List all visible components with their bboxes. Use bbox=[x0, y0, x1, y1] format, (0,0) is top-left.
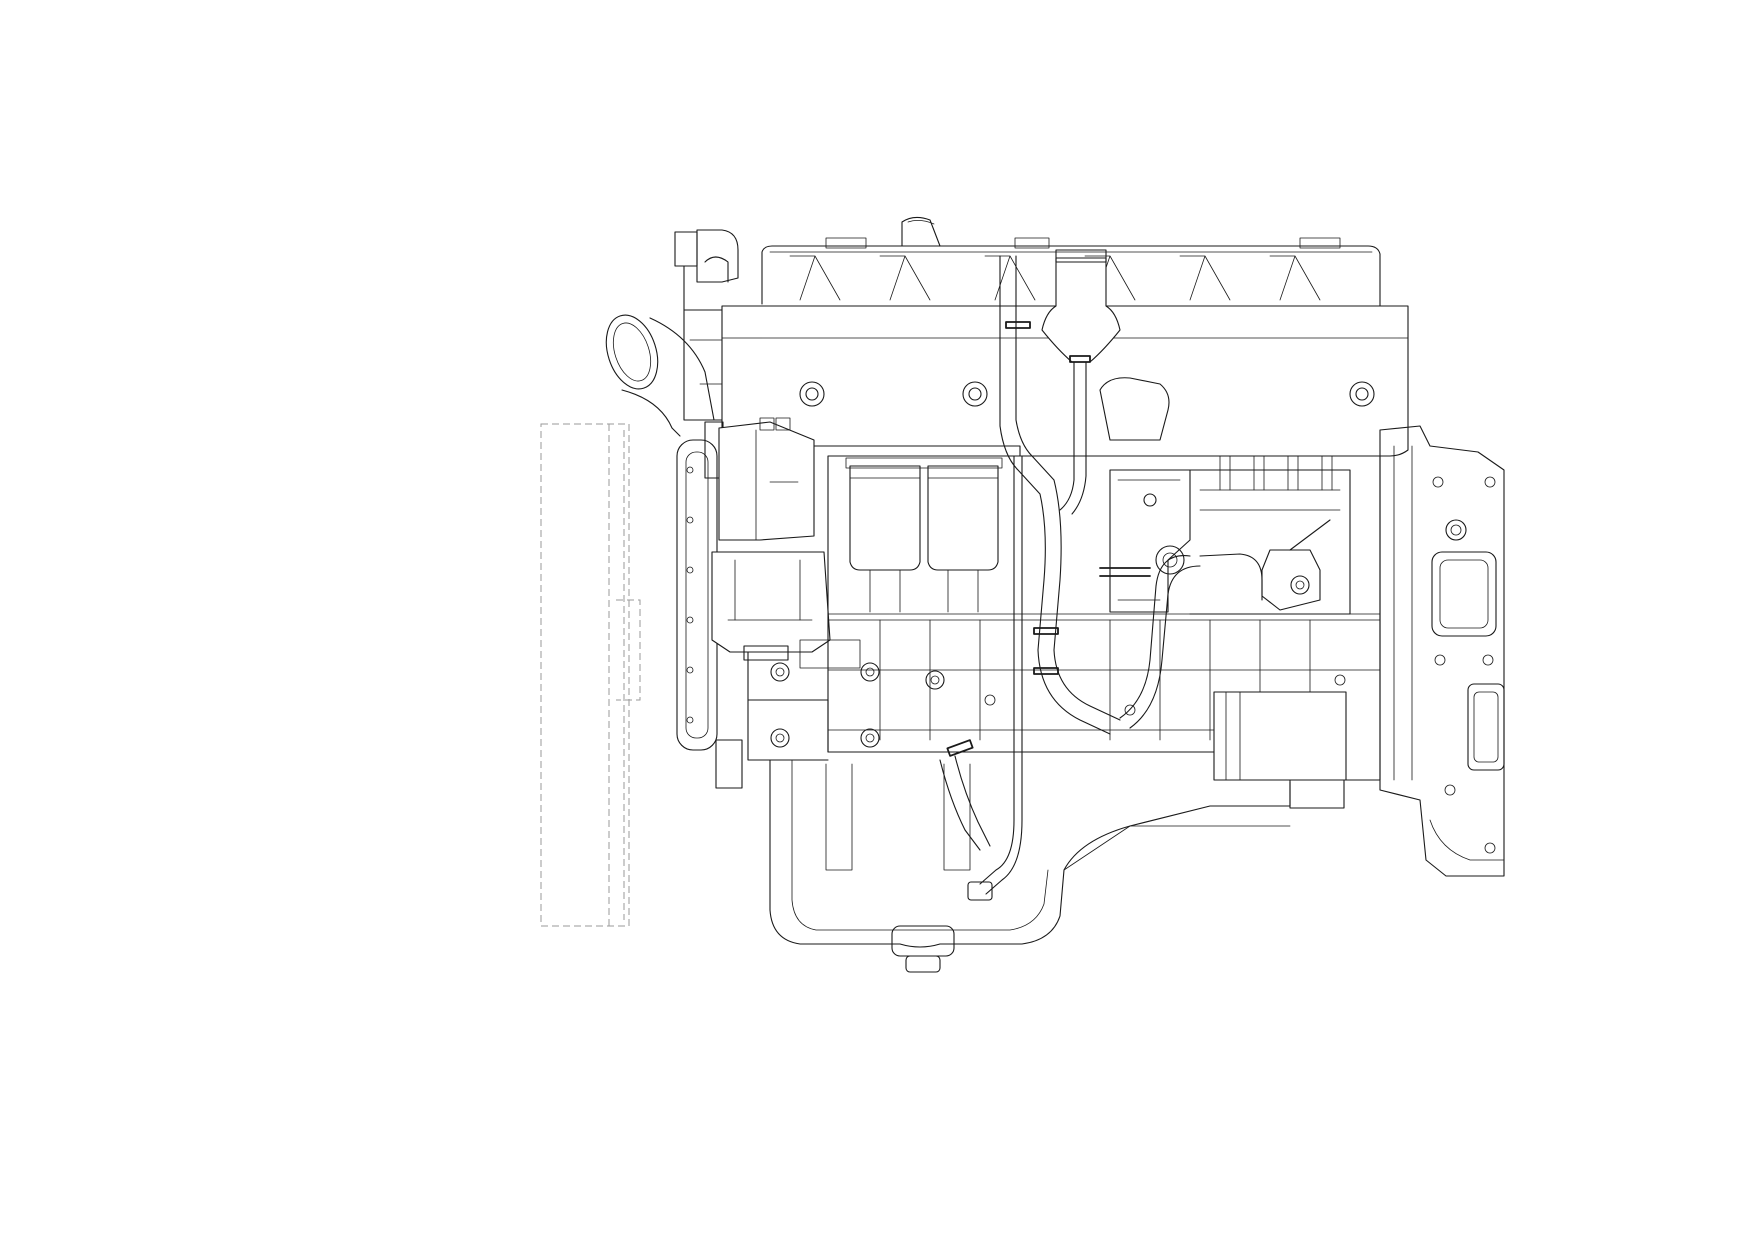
block-bosses bbox=[770, 662, 1346, 748]
oil-pan bbox=[769, 759, 1291, 973]
breather-pipe bbox=[999, 255, 1121, 735]
thermostat-housing bbox=[674, 229, 739, 421]
oil-filters bbox=[845, 457, 1003, 613]
oil-separator bbox=[1041, 249, 1121, 515]
fan-ghost-outline bbox=[540, 423, 641, 927]
fuel-line-loop bbox=[1119, 553, 1263, 729]
flywheel-housing bbox=[1379, 425, 1505, 877]
starter-motor bbox=[1213, 691, 1347, 809]
coolant-outlet-elbow bbox=[605, 314, 723, 437]
injector-lines bbox=[1219, 455, 1333, 491]
dipstick-tube bbox=[939, 739, 991, 851]
pulley-bolts bbox=[686, 466, 694, 724]
fuel-injection-pump bbox=[1189, 455, 1351, 615]
compressor bbox=[711, 551, 831, 661]
oil-line bbox=[967, 321, 1059, 901]
crank-pulley bbox=[676, 421, 743, 789]
valve-cover-ribs bbox=[789, 255, 1321, 301]
alternator bbox=[718, 417, 815, 541]
